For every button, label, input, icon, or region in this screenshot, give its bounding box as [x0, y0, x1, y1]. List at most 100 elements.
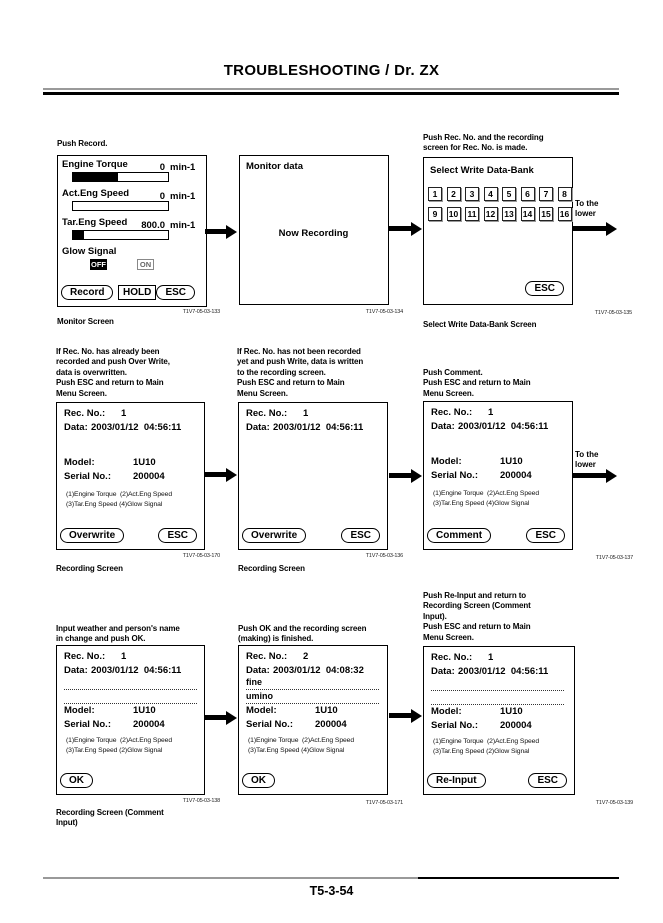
rec-no-value: 1 [303, 408, 309, 419]
to-the-lower-label: To the lower [575, 450, 599, 469]
databank-key-9[interactable]: 9 [428, 207, 442, 221]
esc-button[interactable]: ESC [158, 528, 197, 543]
serial-no-line: Serial No.:200004 [246, 719, 347, 730]
figure-code: T1V7-05-03-137 [595, 555, 633, 561]
data-label: Data: [431, 421, 455, 432]
name-input-line[interactable] [64, 691, 197, 704]
rec-no-line: Rec. No.:1 [431, 407, 493, 418]
serial-no-line: Serial No.:200004 [64, 471, 165, 482]
glow-on-toggle[interactable]: ON [137, 259, 154, 270]
figure-code: T1V7-05-03-138 [182, 798, 220, 804]
databank-key-1[interactable]: 1 [428, 187, 442, 201]
rec-no-line: Rec. No.:1 [431, 652, 493, 663]
databank-key-2[interactable]: 2 [446, 187, 461, 201]
gauge-bar [72, 230, 169, 240]
esc-button[interactable]: ESC [526, 528, 565, 543]
gauge-tar-eng-speed: Tar.Eng Speed 800.0 min-1 [62, 217, 203, 244]
serial-no-label: Serial No.: [64, 719, 111, 730]
gauge-unit: min-1 [170, 191, 196, 202]
databank-key-5[interactable]: 5 [502, 187, 516, 201]
serial-no-value: 200004 [500, 720, 532, 731]
esc-button[interactable]: ESC [341, 528, 380, 543]
model-line: Model:1U10 [246, 705, 338, 716]
databank-key-12[interactable]: 12 [483, 207, 498, 221]
flow-arrow [205, 710, 237, 725]
databank-key-14[interactable]: 14 [520, 207, 535, 221]
databank-key-7[interactable]: 7 [539, 187, 553, 201]
figure-code: T1V7-05-03-133 [182, 309, 220, 315]
data-label: Data: [431, 666, 455, 677]
select-write-databank-screen: Select Write Data-Bank 1 2 3 4 5 6 7 8 9… [423, 157, 573, 305]
weather-input-line[interactable] [64, 677, 197, 690]
overwrite-button[interactable]: Overwrite [242, 528, 307, 543]
gauge-value: 800.0 [141, 220, 165, 231]
header-rule-black [43, 92, 619, 95]
rec-no-label: Rec. No.: [246, 651, 288, 662]
comment-button[interactable]: Comment [427, 528, 492, 543]
serial-no-value: 200004 [133, 471, 165, 482]
recording-screen-comment: Rec. No.:1 Data:2003/01/12 04:56:11 Mode… [423, 401, 573, 550]
page-number: T5-3-54 [309, 884, 354, 898]
recording-screen-reinput: Rec. No.:1 Data:2003/01/12 04:56:11 Mode… [423, 646, 575, 795]
esc-button[interactable]: ESC [528, 773, 567, 788]
flow-arrow-to-lower [572, 468, 617, 483]
footer-rule-gray [43, 877, 418, 879]
gauge-label: Engine Torque [62, 159, 128, 170]
to-the-lower-label: To the lower [575, 199, 599, 218]
gauge-bar [72, 201, 169, 211]
figure-code: T1V7-05-03-139 [595, 800, 633, 806]
re-input-button[interactable]: Re-Input [427, 773, 486, 788]
esc-button[interactable]: ESC [525, 281, 564, 296]
overwrite-button[interactable]: Overwrite [60, 528, 125, 543]
note-comment: Push Comment. Push ESC and return to Mai… [423, 368, 531, 398]
databank-key-8[interactable]: 8 [557, 187, 572, 201]
serial-no-value: 200004 [500, 470, 532, 481]
weather-input-line[interactable]: fine [246, 677, 379, 690]
databank-key-4[interactable]: 4 [483, 187, 498, 201]
databank-key-6[interactable]: 6 [520, 187, 535, 201]
data-value: 2003/01/12 04:56:11 [273, 422, 364, 433]
rec-no-line: Rec. No.:1 [64, 651, 126, 662]
databank-key-15[interactable]: 15 [539, 207, 553, 221]
params-line-2: (3)Tar.Eng Speed (2)Glow Signal [66, 747, 163, 754]
model-value: 1U10 [133, 705, 156, 716]
data-label: Data: [64, 422, 88, 433]
params-line-2: (3)Tar.Eng Speed (4)Glow Signal [248, 747, 345, 754]
screen-title: Select Write Data-Bank [430, 165, 534, 176]
params-line-1: (1)Engine Torque (2)Act.Eng Speed [66, 737, 173, 744]
data-value: 2003/01/12 04:08:32 [273, 665, 364, 676]
caption-comment-input-screen: Recording Screen (Comment Input) [56, 808, 164, 828]
name-input-line[interactable] [431, 692, 564, 705]
databank-key-13[interactable]: 13 [502, 207, 516, 221]
databank-key-10[interactable]: 10 [446, 207, 461, 221]
esc-button[interactable]: ESC [156, 285, 195, 300]
screen-header: Monitor data [246, 161, 303, 172]
databank-key-3[interactable]: 3 [465, 187, 479, 201]
data-line: Data:2003/01/12 04:56:11 [431, 666, 548, 677]
model-value: 1U10 [133, 457, 156, 468]
rec-no-value: 1 [121, 651, 127, 662]
serial-no-line: Serial No.: 200004 [431, 720, 532, 731]
glow-off-toggle[interactable]: OFF [90, 259, 107, 270]
gauge-value: 0 [159, 191, 165, 202]
figure-code: T1V7-05-03-170 [182, 553, 220, 559]
model-label: Model: [64, 705, 95, 716]
flow-arrow [389, 708, 422, 723]
databank-key-11[interactable]: 11 [465, 207, 479, 221]
params-line-1: (1)Engine Torque (2)Act.Eng Speed [248, 737, 355, 744]
gauge-engine-torque: Engine Torque 0 min-1 [62, 159, 203, 186]
serial-no-label: Serial No.: [431, 720, 478, 731]
hold-button[interactable]: HOLD [118, 285, 157, 300]
record-button[interactable]: Record [61, 285, 114, 300]
ok-button[interactable]: OK [242, 773, 275, 788]
model-value: 1U10 [500, 456, 523, 467]
serial-no-value: 200004 [133, 719, 165, 730]
params-line-1: (1)Engine Torque (2)Act.Eng Speed [433, 738, 540, 745]
now-recording-screen: Monitor data Now Recording [239, 155, 389, 305]
model-label: Model: [431, 706, 462, 717]
glow-signal-label: Glow Signal [62, 246, 117, 257]
name-input-line[interactable]: umino [246, 691, 379, 704]
ok-button[interactable]: OK [60, 773, 93, 788]
weather-input-line[interactable] [431, 678, 564, 691]
databank-key-16[interactable]: 16 [557, 207, 572, 221]
